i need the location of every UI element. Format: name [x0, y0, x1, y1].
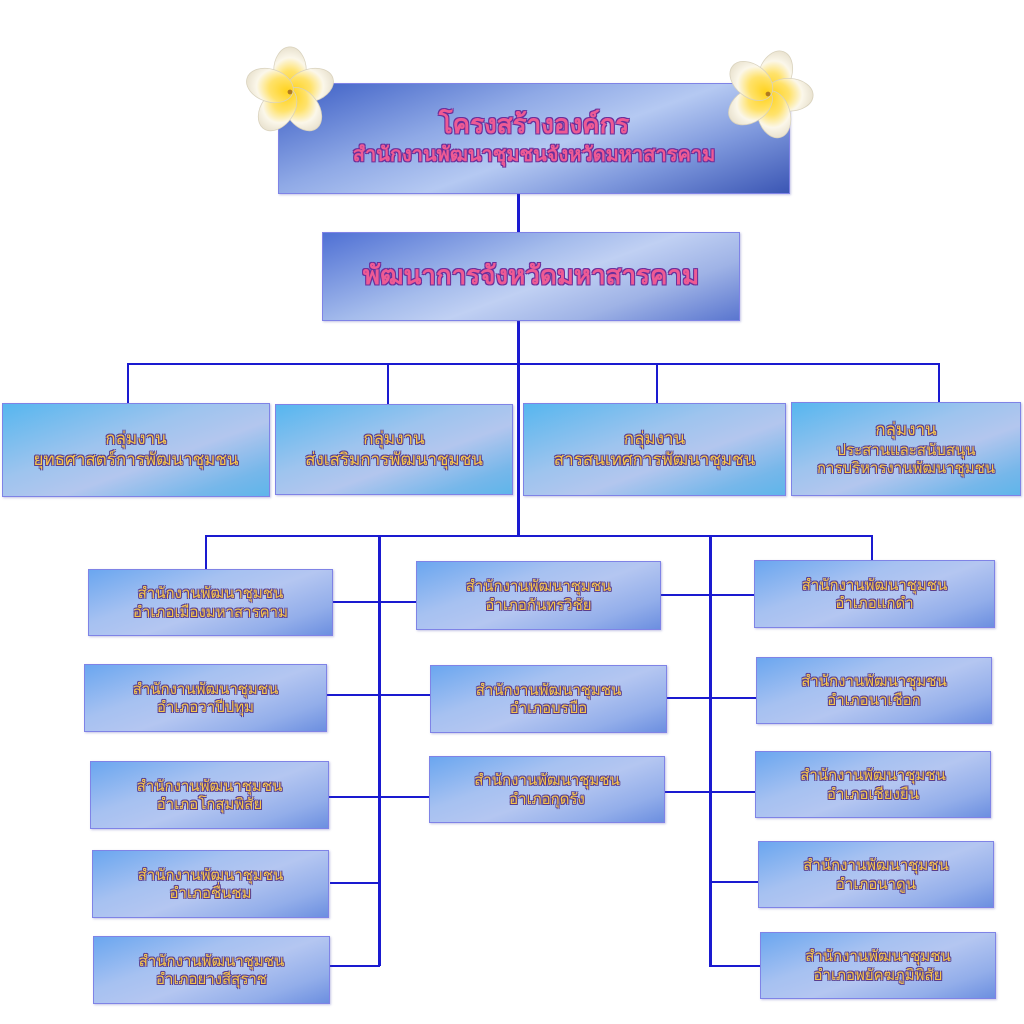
group-label-line1: กลุ่มงาน: [105, 429, 167, 450]
group-label-line2: ส่งเสริมการพัฒนาชุมชน: [305, 449, 483, 470]
frangipani-flower-icon: [728, 50, 814, 139]
district-box-kut-rang: สำนักงานพัฒนาชุมชน อำเภอกุดรัง: [429, 756, 665, 823]
district-label-line2: อำเภอนาดูน: [835, 874, 917, 893]
connector-groups-bar: [127, 363, 939, 365]
connector-branch: [329, 796, 430, 798]
district-label-line1: สำนักงานพัฒนาชุมชน: [475, 680, 622, 699]
provincial-head-label: พัฒนาการจังหวัดมหาสารคาม: [362, 260, 700, 291]
district-box-na-dun: สำนักงานพัฒนาชุมชน อำเภอนาดูน: [758, 841, 994, 908]
district-label-line1: สำนักงานพัฒนาชุมชน: [132, 679, 279, 698]
district-label-line1: สำนักงานพัฒนาชุมชน: [803, 856, 949, 875]
district-label-line2: อำเภอบรบือ: [509, 699, 588, 717]
connector-branch: [709, 881, 759, 883]
district-label-line2: อำเภอเชียงยืน: [827, 784, 919, 803]
connector-branch: [709, 965, 760, 967]
district-box-chiang-yuen: สำนักงานพัฒนาชุมชน อำเภอเชียงยืน: [755, 751, 991, 818]
org-chart-title-box: โครงสร้างองค์กร สำนักงานพัฒนาชุมชนจังหวั…: [278, 83, 790, 194]
connector-branch: [667, 697, 756, 699]
district-box-mueang-maha-sarakham: สำนักงานพัฒนาชุมชน อำเภอเมืองมหาสารคาม: [88, 569, 333, 636]
district-label-line1: สำนักงานพัฒนาชุมชน: [801, 575, 948, 594]
district-label-line2: อำเภอชื่นชม: [169, 884, 252, 902]
connector-group-2: [387, 363, 389, 404]
group-box-coordination: กลุ่มงาน ประสานและสนับสนุน การบริหารงานพ…: [791, 402, 1021, 496]
connector-district-top-left: [205, 535, 207, 570]
connector-right-spine: [709, 535, 712, 966]
district-box-kosum-phisai: สำนักงานพัฒนาชุมชน อำเภอโกสุมพิสัย: [90, 761, 329, 829]
district-label-line2: อำเภอโกสุมพิสัย: [156, 795, 263, 813]
connector-group-1: [127, 363, 129, 404]
district-label-line1: สำนักงานพัฒนาชุมชน: [137, 865, 284, 884]
connector-group-3: [656, 363, 658, 403]
district-box-kae-dam: สำนักงานพัฒนาชุมชน อำเภอแกดำ: [754, 560, 995, 628]
connector-main-spine: [517, 321, 520, 536]
group-label-line1: กลุ่มงาน: [875, 420, 937, 441]
chart-subtitle: สำนักงานพัฒนาชุมชนจังหวัดมหาสารคาม: [352, 142, 716, 167]
district-box-na-chueak: สำนักงานพัฒนาชุมชน อำเภอนาเชือก: [756, 657, 992, 724]
group-box-information: กลุ่มงาน สารสนเทศการพัฒนาชุมชน: [523, 403, 786, 496]
district-label-line1: สำนักงานพัฒนาชุมชน: [138, 951, 285, 970]
district-label-line2: อำเภอแกดำ: [835, 594, 914, 612]
district-box-borabue: สำนักงานพัฒนาชุมชน อำเภอบรบือ: [430, 665, 667, 733]
district-box-chuen-chom: สำนักงานพัฒนาชุมชน อำเภอชื่นชม: [92, 850, 329, 918]
district-label-line1: สำนักงานพัฒนาชุมชน: [805, 947, 951, 966]
group-label-line1: กลุ่มงาน: [623, 428, 686, 449]
group-box-promotion: กลุ่มงาน ส่งเสริมการพัฒนาชุมชน: [275, 404, 513, 495]
district-label-line2: อำเภอยางสีสุราช: [156, 970, 267, 988]
chart-title: โครงสร้างองค์กร: [438, 110, 630, 141]
district-label-line2: อำเภอกันทรวิชัย: [485, 595, 592, 614]
group-label-line1: กลุ่มงาน: [363, 428, 425, 449]
district-label-line1: สำนักงานพัฒนาชุมชน: [800, 766, 946, 785]
district-label-line1: สำนักงานพัฒนาชุมชน: [465, 577, 612, 596]
connector-left-spine: [378, 535, 381, 966]
group-label-line2: ประสานและสนับสนุน: [836, 441, 976, 460]
connector-districts-bar: [205, 535, 872, 537]
connector-branch: [333, 601, 417, 603]
connector-branch: [330, 965, 380, 967]
district-label-line1: สำนักงานพัฒนาชุมชน: [474, 771, 620, 790]
connector-group-4: [938, 363, 940, 402]
district-label-line2: อำเภอเมืองมหาสารคาม: [133, 602, 288, 621]
connector-branch: [665, 791, 755, 793]
connector-branch: [327, 694, 430, 696]
group-box-strategy: กลุ่มงาน ยุทธศาสตร์การพัฒนาชุมชน: [2, 403, 270, 497]
connector-branch: [330, 882, 380, 884]
group-label-line3: การบริหารงานพัฒนาชุมชน: [816, 459, 996, 478]
connector-district-top-right: [871, 535, 873, 561]
provincial-head-box: พัฒนาการจังหวัดมหาสารคาม: [322, 232, 740, 321]
district-label-line2: อำเภอวาปีปทุม: [156, 698, 255, 716]
group-label-line2: สารสนเทศการพัฒนาชุมชน: [553, 449, 756, 470]
district-box-kantharawichai: สำนักงานพัฒนาชุมชน อำเภอกันทรวิชัย: [416, 561, 661, 630]
district-box-wapi-pathum: สำนักงานพัฒนาชุมชน อำเภอวาปีปทุม: [84, 664, 327, 732]
district-label-line2: อำเภอนาเชือก: [827, 690, 921, 709]
district-label-line2: อำเภอกุดรัง: [509, 789, 585, 808]
district-label-line1: สำนักงานพัฒนาชุมชน: [136, 776, 283, 795]
group-label-line2: ยุทธศาสตร์การพัฒนาชุมชน: [33, 450, 239, 470]
connector-title-to-head: [517, 194, 520, 233]
district-label-line1: สำนักงานพัฒนาชุมชน: [137, 584, 284, 603]
district-label-line1: สำนักงานพัฒนาชุมชน: [801, 672, 947, 691]
district-box-phayakkhaphum-phisai: สำนักงานพัฒนาชุมชน อำเภอพยัคฆภูมิพิสัย: [760, 932, 996, 999]
district-box-yang-si-surat: สำนักงานพัฒนาชุมชน อำเภอยางสีสุราช: [93, 936, 330, 1004]
connector-branch: [661, 594, 754, 596]
frangipani-flower-icon: [246, 46, 334, 132]
district-label-line2: อำเภอพยัคฆภูมิพิสัย: [813, 965, 943, 984]
